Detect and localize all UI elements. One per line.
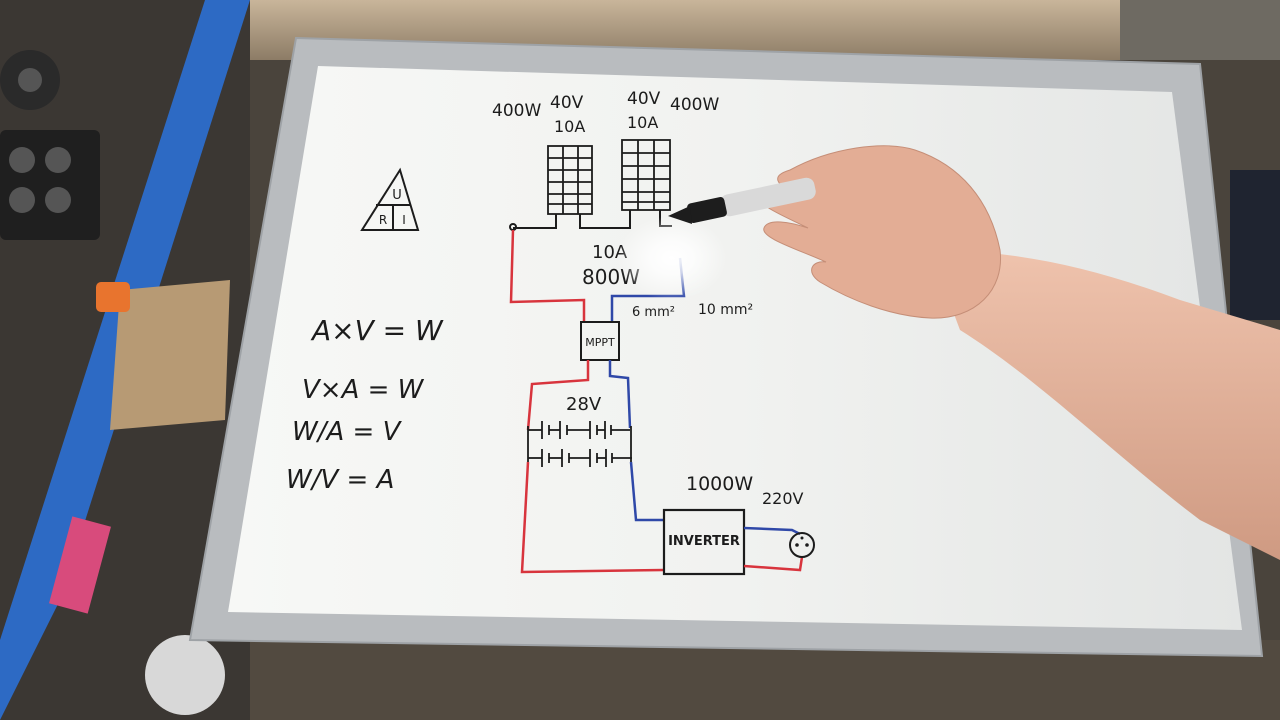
forearm <box>930 250 1280 560</box>
triangle-left-letter: R <box>379 213 387 227</box>
cardboard-box <box>110 280 230 430</box>
red-wire-mppt-to-battery <box>526 360 590 431</box>
components-tray <box>1120 0 1280 60</box>
blue-wire-inverter-to-outlet <box>743 526 801 536</box>
inverter-label: INVERTER <box>668 534 740 549</box>
battery-holder <box>0 130 100 240</box>
light-glare <box>617 216 727 300</box>
cell-slot <box>45 147 71 173</box>
triangle-top-letter: U <box>392 188 402 203</box>
red-wire-battery-to-inverter <box>520 461 665 574</box>
triangle-right-letter: I <box>402 213 406 227</box>
panel-1-volts: 40V <box>550 93 584 113</box>
red-wire-panels-to-mppt <box>509 229 586 322</box>
mppt-label: MPPT <box>585 336 615 349</box>
timer-dial <box>145 635 225 715</box>
tool-case-right <box>1230 170 1280 320</box>
blue-wire-mppt-to-battery <box>608 360 632 429</box>
panel-2-watts: 400W <box>670 95 719 115</box>
panel-1-watts: 400W <box>492 101 541 121</box>
panel-2-amps: 10A <box>627 113 658 132</box>
panel-2-volts: 40V <box>627 89 661 109</box>
formula-3: W/A = V <box>292 417 403 447</box>
cell-slot <box>9 187 35 213</box>
whiteboard-surface <box>228 66 1242 630</box>
marker-pen <box>668 177 816 224</box>
inverter-watts: 1000W <box>686 473 753 495</box>
formula-1: A×V = W <box>310 314 444 347</box>
cell-slot <box>45 187 71 213</box>
outlet-socket-icon <box>789 532 815 558</box>
panel-1-amps: 10A <box>554 117 585 136</box>
solar-panel-2 <box>621 139 671 211</box>
wire-size-10: 10 mm² <box>698 302 753 318</box>
red-wire-inverter-to-outlet <box>743 556 804 572</box>
ohms-law-triangle: U R I <box>360 167 420 231</box>
wire-size-6: 6 mm² <box>632 305 675 320</box>
blue-wire-battery-to-inverter <box>629 461 664 522</box>
solar-panel-1 <box>547 145 593 215</box>
mppt-box <box>580 321 620 361</box>
inverter-box <box>662 508 746 576</box>
formula-2: V×A = W <box>302 375 425 405</box>
battery-bank <box>527 421 632 467</box>
inverter-output-voltage: 220V <box>762 489 804 508</box>
battery-voltage: 28V <box>566 394 602 415</box>
formula-4: W/V = A <box>286 465 394 495</box>
cell-slot <box>9 147 35 173</box>
tape-roll-core <box>18 68 42 92</box>
pink-marker <box>49 516 111 614</box>
orange-clamp <box>96 282 130 312</box>
